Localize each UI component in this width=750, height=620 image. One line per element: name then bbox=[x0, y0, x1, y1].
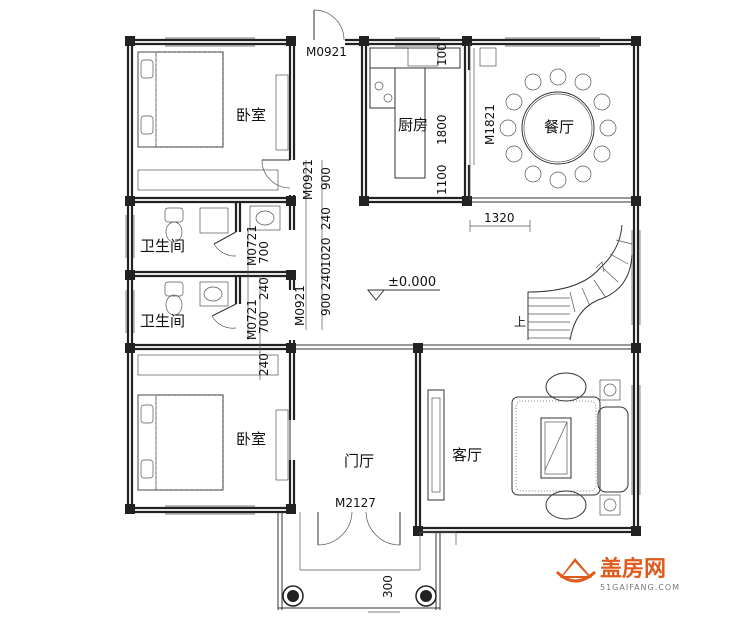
site-logo: 盖房网 51GAIFANG.COM bbox=[555, 556, 680, 592]
dim-1800: 1800 bbox=[435, 114, 449, 145]
furniture bbox=[137, 47, 633, 520]
door-label-main-entry: M2127 bbox=[335, 496, 376, 510]
dim-700-a: 700 bbox=[257, 241, 271, 264]
door-label-kitchen-dining: M1821 bbox=[483, 104, 497, 145]
stair-up-label: 上 bbox=[514, 315, 526, 329]
dimension-lines bbox=[247, 44, 531, 613]
door-label-entrance-top: M0921 bbox=[306, 45, 347, 59]
door-label-bath-bottom: M0721 bbox=[245, 299, 259, 340]
dim-240-c: 240 bbox=[257, 277, 271, 300]
staircase bbox=[527, 224, 633, 341]
room-label-bedroom-bottom: 卧室 bbox=[236, 430, 266, 448]
logo-url: 51GAIFANG.COM bbox=[600, 583, 680, 592]
dim-100: 100 bbox=[435, 43, 449, 66]
dim-900-b: 900 bbox=[319, 293, 333, 316]
dim-900-top: 900 bbox=[319, 167, 333, 190]
dim-240-b: 240 bbox=[319, 267, 333, 290]
door-label-bedroom-top: M0921 bbox=[301, 159, 315, 200]
dim-240-d: 240 bbox=[257, 353, 271, 376]
door-label-bath-top: M0721 bbox=[245, 225, 259, 266]
dim-1320: 1320 bbox=[484, 211, 515, 225]
room-label-bedroom-top: 卧室 bbox=[236, 106, 266, 124]
dim-1020: 1020 bbox=[319, 237, 333, 268]
floor-level: ±0.000 bbox=[388, 275, 436, 290]
dim-1100: 1100 bbox=[435, 164, 449, 195]
exterior-walls bbox=[126, 38, 640, 534]
door-swings bbox=[211, 9, 401, 546]
door-label-bedroom-bottom: M0921 bbox=[293, 285, 307, 326]
logo-name: 盖房网 bbox=[600, 556, 666, 582]
interior-walls bbox=[128, 40, 634, 532]
entry-porch bbox=[277, 512, 457, 610]
windows bbox=[125, 37, 641, 515]
room-label-living: 客厅 bbox=[452, 446, 482, 464]
dim-700-b: 700 bbox=[257, 311, 271, 334]
room-label-bath-bottom: 卫生间 bbox=[140, 312, 185, 330]
dim-300: 300 bbox=[381, 575, 395, 598]
room-label-kitchen: 厨房 bbox=[398, 116, 428, 134]
room-label-foyer: 门厅 bbox=[344, 452, 374, 470]
structural-columns bbox=[125, 36, 641, 536]
dim-240-a: 240 bbox=[319, 207, 333, 230]
room-label-dining: 餐厅 bbox=[544, 118, 574, 136]
room-label-bath-top: 卫生间 bbox=[140, 237, 185, 255]
